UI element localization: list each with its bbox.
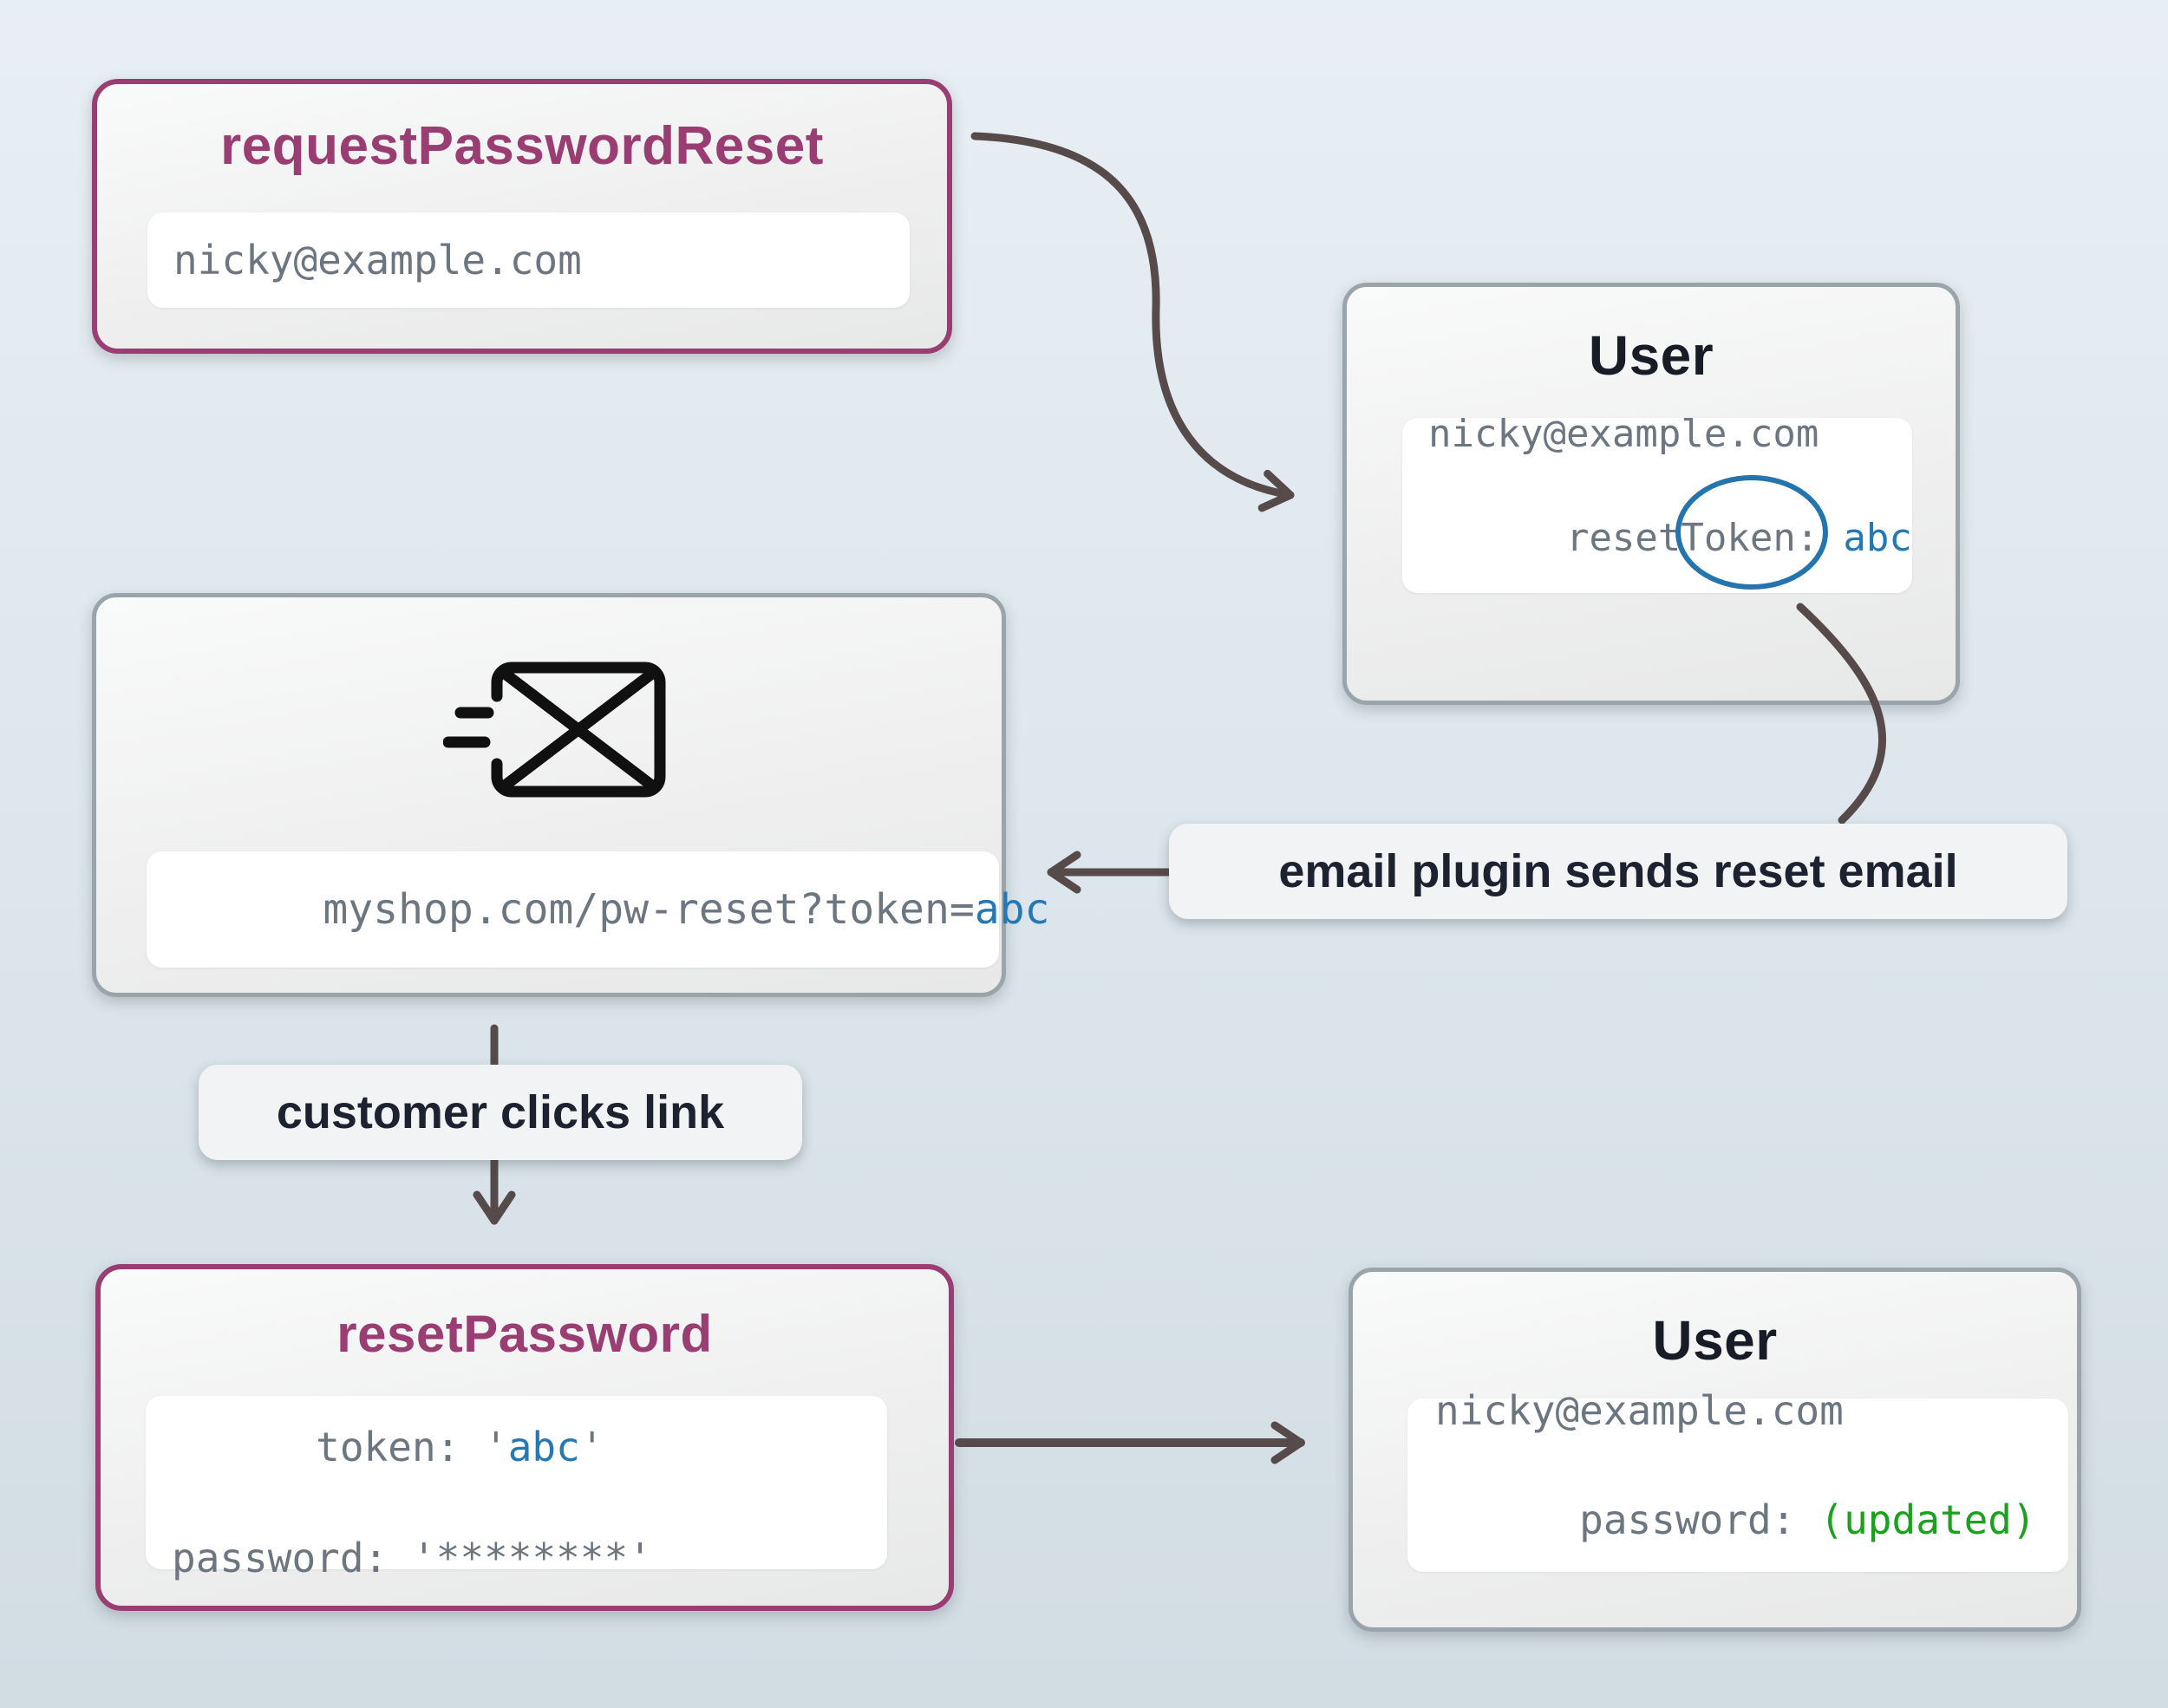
token-value: abc <box>507 1424 580 1470</box>
user-top-title: User <box>1588 324 1714 387</box>
user-bottom-record: nicky@example.com password:(updated) <box>1407 1391 2068 1572</box>
reset-url-field: myshop.com/pw-reset?token=abc <box>147 851 1049 968</box>
user-top-token-row: resetToken: abc <box>1428 481 1912 596</box>
password-updated-value: (updated) <box>1819 1496 2036 1543</box>
request-password-reset-card: requestPasswordReset nicky@example.com <box>92 79 952 354</box>
request-email-value: nicky@example.com <box>173 237 582 284</box>
user-top-record: nicky@example.com resetToken: abc <box>1402 412 1912 596</box>
token-row: token: 'abc' <box>172 1387 887 1507</box>
reset-url-prefix: myshop.com/pw-reset?token= <box>323 885 975 934</box>
user-bottom-password-row: password: (updated) <box>1435 1460 2068 1580</box>
email-card: myshop.com/pw-reset?token=abc <box>92 593 1049 997</box>
password-label: password: <box>1579 1496 1796 1543</box>
reset-card-title: resetPassword <box>336 1305 713 1363</box>
user-top-email-value: nicky@example.com <box>1428 412 1819 456</box>
token-prefix: token: ' <box>316 1424 508 1470</box>
reset-url-row: myshop.com/pw-reset?token=abc <box>173 847 1049 972</box>
reset-params-record: token: 'abc' password: '********' <box>146 1396 887 1578</box>
request-email-field: nicky@example.com <box>147 212 910 308</box>
user-card-bottom: User nicky@example.com password: (updated… <box>1348 1268 2081 1632</box>
user-card-top: User nicky@example.com resetToken: abc <box>1342 283 1960 705</box>
user-bottom-title: User <box>1652 1309 1778 1372</box>
email-plugin-label: email plugin sends reset email <box>1169 824 2067 919</box>
password-row: password: '********' <box>172 1535 652 1581</box>
customer-clicks-label: customer clicks link <box>199 1065 802 1160</box>
email-plugin-label-text: email plugin sends reset email <box>1278 845 1958 897</box>
reset-password-card: resetPassword token: 'abc' password: '**… <box>95 1264 954 1611</box>
request-card-title: requestPasswordReset <box>220 116 824 176</box>
token-suffix: ' <box>579 1424 604 1470</box>
user-bottom-email-value: nicky@example.com <box>1435 1387 1844 1434</box>
reset-token-value: abc <box>1843 516 1912 560</box>
flow-arrow-request-to-user <box>970 132 1295 512</box>
reset-url-token: abc <box>974 885 1050 934</box>
mail-send-icon <box>443 662 666 798</box>
customer-clicks-label-text: customer clicks link <box>276 1086 725 1138</box>
reset-token-label: resetToken: <box>1565 516 1819 560</box>
